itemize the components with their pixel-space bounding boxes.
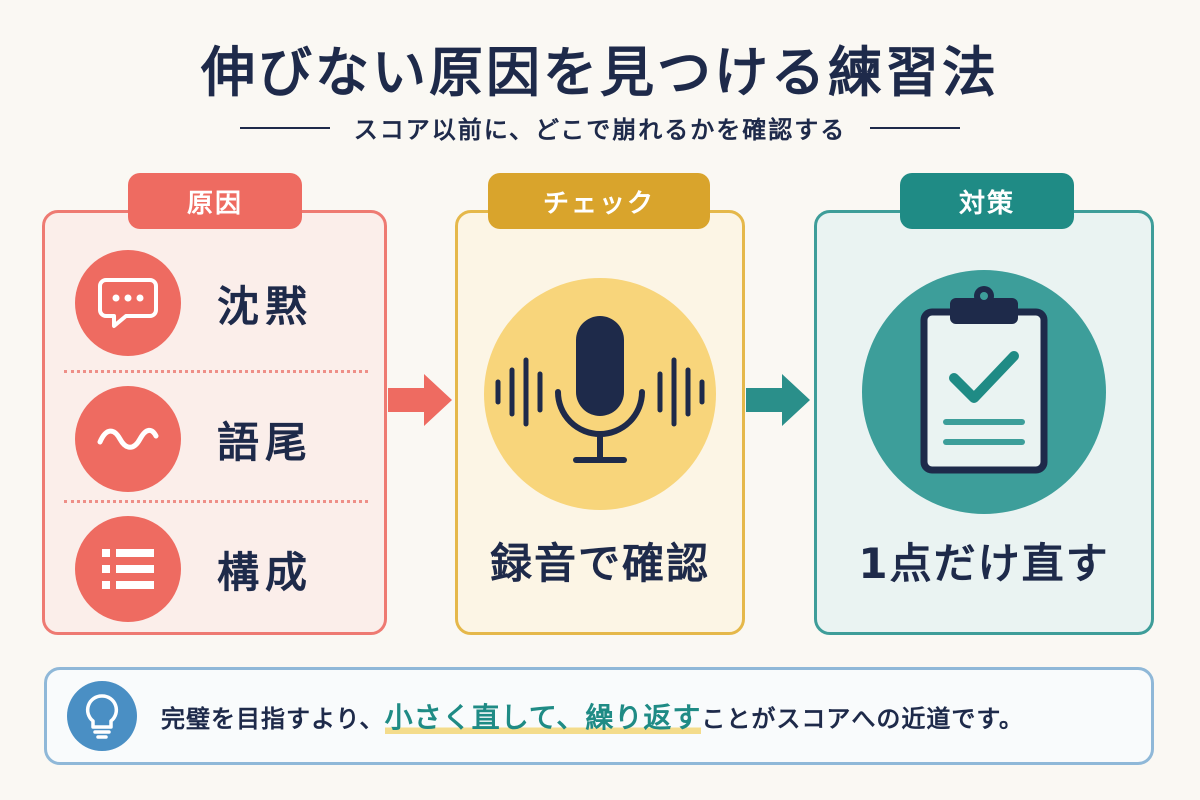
tip-text-after: ことがスコアへの近道です。: [701, 705, 1024, 733]
cause-item-ending: 語尾: [75, 384, 375, 494]
check-label: 録音で確認: [489, 539, 710, 588]
tip-text-before: 完璧を目指すより、: [161, 705, 385, 733]
subtitle-rule-right: [870, 126, 961, 129]
cause-label-silence: 沈黙: [217, 281, 314, 331]
subtitle-row: スコア以前に、どこで崩れるかを確認する: [0, 110, 1200, 145]
page-title: 伸びない原因を見つける練習法: [201, 41, 999, 104]
fix-label: 1点だけ直す: [858, 539, 1110, 588]
cause-divider: [64, 370, 368, 373]
tip-box: 完璧を目指すより、小さく直して、繰り返すことがスコアへの近道です。: [44, 667, 1154, 765]
speech-bubble-icon: [75, 250, 181, 356]
cause-label-structure: 構成: [217, 547, 314, 597]
microphone-icon: [484, 278, 716, 510]
cause-item-silence: 沈黙: [75, 248, 375, 358]
list-icon: [75, 516, 181, 622]
wave-icon: [75, 386, 181, 492]
tip-highlight: 小さく直して、繰り返す: [384, 701, 702, 734]
subtitle-rule-left: [239, 126, 330, 129]
arrow-right-icon: [746, 374, 810, 426]
check-tag: チェック: [488, 173, 710, 229]
arrow-right-icon: [388, 374, 452, 426]
tip-text: 完璧を目指すより、小さく直して、繰り返すことがスコアへの近道です。: [161, 696, 1024, 736]
clipboard-check-icon: [862, 270, 1106, 514]
cause-divider: [64, 500, 368, 503]
fix-tag: 対策: [900, 173, 1074, 229]
cause-item-structure: 構成: [75, 514, 375, 624]
cause-tag: 原因: [128, 173, 302, 229]
lightbulb-icon: [67, 681, 137, 751]
page-subtitle: スコア以前に、どこで崩れるかを確認する: [353, 116, 847, 144]
cause-label-ending: 語尾: [217, 417, 314, 467]
